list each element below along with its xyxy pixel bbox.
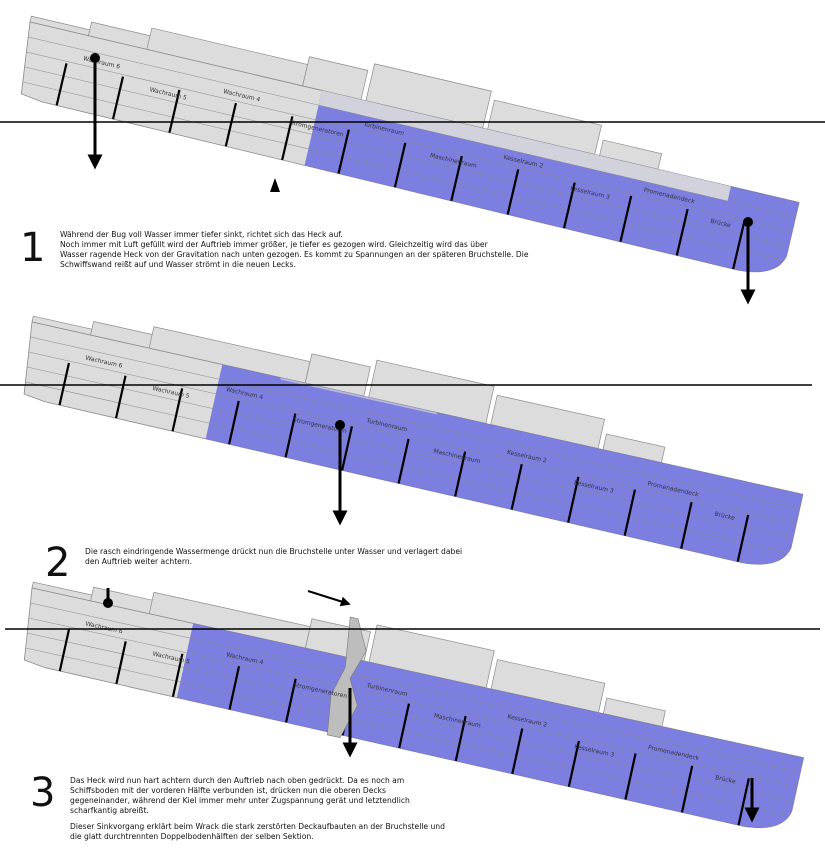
step-text-2: Die rasch eindringende Wassermenge drück… — [85, 547, 463, 566]
bulkhead — [57, 628, 71, 677]
bulkhead — [449, 155, 463, 204]
step-number-3: 3 — [30, 770, 56, 816]
force-arrow-2 — [332, 420, 348, 526]
bulkhead — [453, 451, 467, 499]
bulkhead — [57, 362, 71, 411]
bulkhead — [110, 76, 125, 124]
step-text-1: Während der Bug voll Wasser immer tiefer… — [60, 230, 529, 269]
bulkhead — [284, 678, 297, 726]
bulkhead — [566, 476, 580, 525]
bulkhead — [506, 169, 520, 217]
bulkhead — [623, 489, 637, 537]
bulkhead — [619, 195, 633, 243]
bulkhead — [454, 715, 467, 764]
buoyancy-arrow-1 — [740, 217, 756, 305]
bulkhead — [510, 464, 523, 512]
compartment-label: Brücke — [714, 511, 736, 522]
bulkhead — [737, 778, 750, 826]
compartment-label: Brücke — [710, 218, 732, 230]
bulkhead — [113, 375, 127, 423]
bulkhead — [680, 765, 694, 814]
bulkhead — [624, 753, 637, 801]
bulkhead — [340, 426, 354, 474]
bulkhead — [567, 740, 580, 789]
bulkhead — [393, 142, 407, 190]
step-text-3b: Dieser Sinkvorgang erklärt beim Wrack di… — [70, 822, 445, 841]
bulkhead — [223, 102, 237, 151]
bulkhead — [336, 129, 350, 177]
compartment-label: Brücke — [714, 774, 736, 785]
break-point-marker — [270, 178, 280, 192]
bulkhead — [54, 63, 68, 111]
compression-arrow-3 — [307, 590, 351, 607]
gravity-arrow-3 — [103, 588, 113, 608]
bulkhead — [167, 89, 181, 137]
bulkhead — [114, 641, 127, 689]
bulkhead — [227, 666, 241, 714]
bulkhead — [170, 653, 184, 701]
bulkhead — [732, 222, 746, 270]
step-number-1: 1 — [20, 225, 46, 271]
bulkhead — [280, 116, 294, 164]
step-text-3: Das Heck wird nun hart achtern durch den… — [70, 776, 410, 815]
bulkhead — [562, 182, 576, 230]
bulkhead — [170, 388, 184, 436]
superstructure — [29, 15, 663, 170]
gravity-arrow-1 — [87, 53, 103, 170]
bulkhead — [510, 728, 524, 776]
bulkhead — [397, 703, 411, 751]
step-number-2: 2 — [45, 540, 71, 586]
bulkhead — [397, 438, 410, 487]
bulkhead — [736, 514, 750, 562]
bulkhead — [283, 413, 297, 461]
bulkhead — [680, 501, 693, 550]
break-point — [327, 616, 367, 738]
bulkhead — [227, 400, 240, 449]
superstructure — [31, 581, 666, 727]
bulkhead — [675, 208, 689, 257]
